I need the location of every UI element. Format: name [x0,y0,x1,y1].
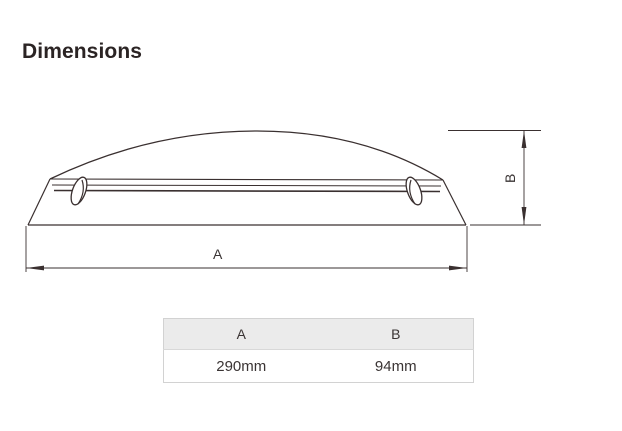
flange-band-line-icon [53,189,441,193]
table-cell-b-value: 94mm [318,349,474,383]
table-header-b: B [318,318,474,350]
left-side-edge-icon [27,178,51,226]
table-header-row: A B [163,318,474,350]
dimension-a-arrow-left-icon [26,265,44,271]
dimension-b-label: B [502,174,518,183]
product-dimension-drawing: A B [0,100,622,290]
table-cell-a-value: 290mm [163,349,319,383]
page-title: Dimensions [22,40,143,63]
rim-second-line-icon [51,184,442,187]
dimension-a-arrow-right-icon [449,265,467,271]
dimension-a-group: A [25,226,468,272]
dome-light-profile-svg: A B [25,130,541,272]
table-row: 290mm 94mm [163,349,474,383]
rim-top-line-icon [49,178,444,181]
dimension-b-arrow-bottom-icon [521,207,527,225]
right-side-edge-icon [442,179,467,226]
dimension-a-label: A [213,246,223,262]
right-mounting-clip-icon [405,176,423,206]
dimensions-table: A B 290mm 94mm [163,318,474,383]
left-mounting-clip-icon [70,176,88,206]
dimension-b-group: B [448,130,541,226]
table-header-a: A [163,318,319,350]
dome-outer-curve-icon [49,130,444,181]
dimension-b-arrow-top-icon [521,130,527,148]
